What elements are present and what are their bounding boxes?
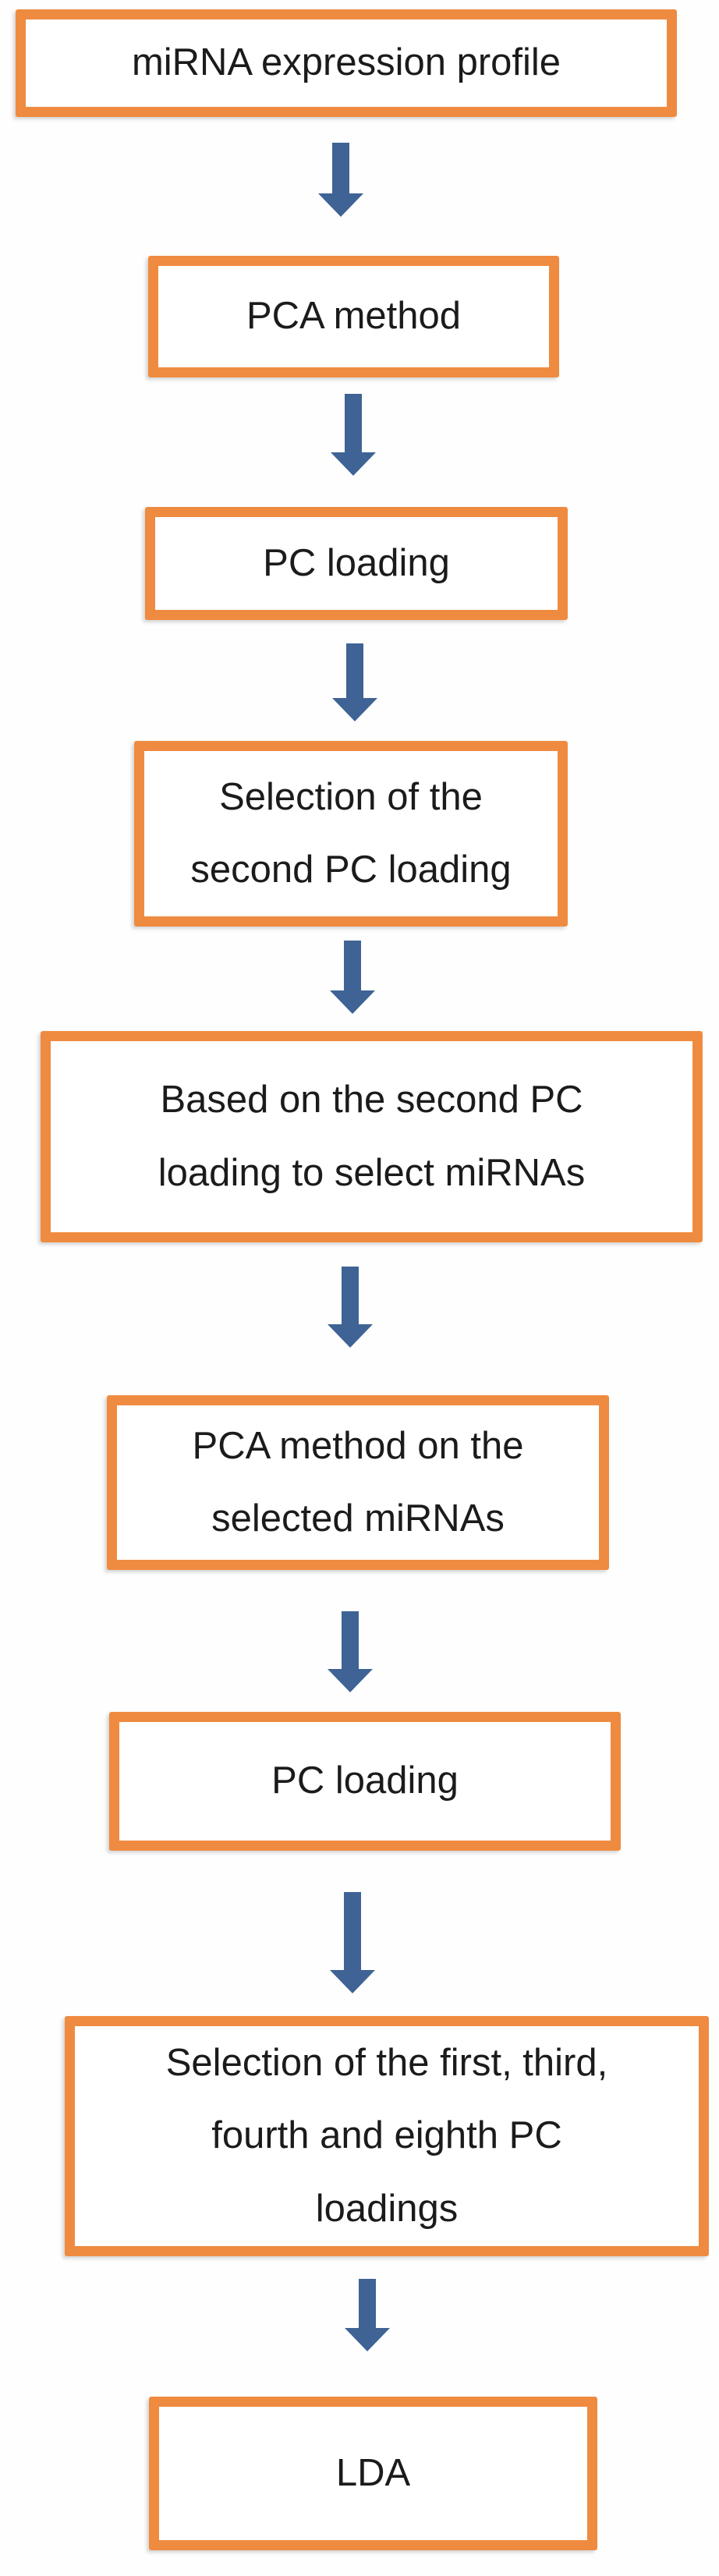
flow-step-selection-first-third-fourth-eighth: Selection of the first, third, fourth an… — [65, 2016, 709, 2256]
flow-step-pca-method-selected-mirnas: PCA method on the selected miRNAs — [107, 1395, 609, 1570]
flow-step-label: PCA method on the selected miRNAs — [192, 1424, 524, 1540]
flow-step-label: PCA method — [246, 295, 462, 338]
flow-step-based-on-second-pc-loading: Based on the second PC loading to select… — [41, 1031, 703, 1242]
down-arrow-icon — [330, 1892, 375, 1993]
flow-step-label: PC loading — [271, 1759, 459, 1802]
flow-step-mirna-expression-profile: miRNA expression profile — [16, 9, 677, 117]
flow-step-pc-loading-1: PC loading — [145, 507, 568, 620]
down-arrow-icon — [330, 941, 375, 1014]
flow-step-label: Based on the second PC loading to select… — [158, 1079, 586, 1194]
flow-step-lda: LDA — [149, 2397, 597, 2550]
down-arrow-icon — [332, 643, 377, 721]
down-arrow-icon — [318, 143, 363, 217]
flow-step-selection-second-pc-loading: Selection of the second PC loading — [134, 741, 568, 927]
down-arrow-icon — [328, 1611, 373, 1692]
flow-step-label: Selection of the first, third, fourth an… — [165, 2042, 608, 2230]
flow-step-label: PC loading — [263, 541, 450, 584]
flow-step-pca-method: PCA method — [148, 256, 559, 377]
flow-step-pc-loading-2: PC loading — [109, 1712, 621, 1851]
down-arrow-icon — [328, 1267, 373, 1348]
flow-step-label: Selection of the second PC loading — [190, 775, 512, 891]
flow-step-label: LDA — [335, 2451, 411, 2494]
flow-step-label: miRNA expression profile — [131, 41, 561, 84]
down-arrow-icon — [331, 394, 376, 476]
down-arrow-icon — [345, 2279, 390, 2351]
